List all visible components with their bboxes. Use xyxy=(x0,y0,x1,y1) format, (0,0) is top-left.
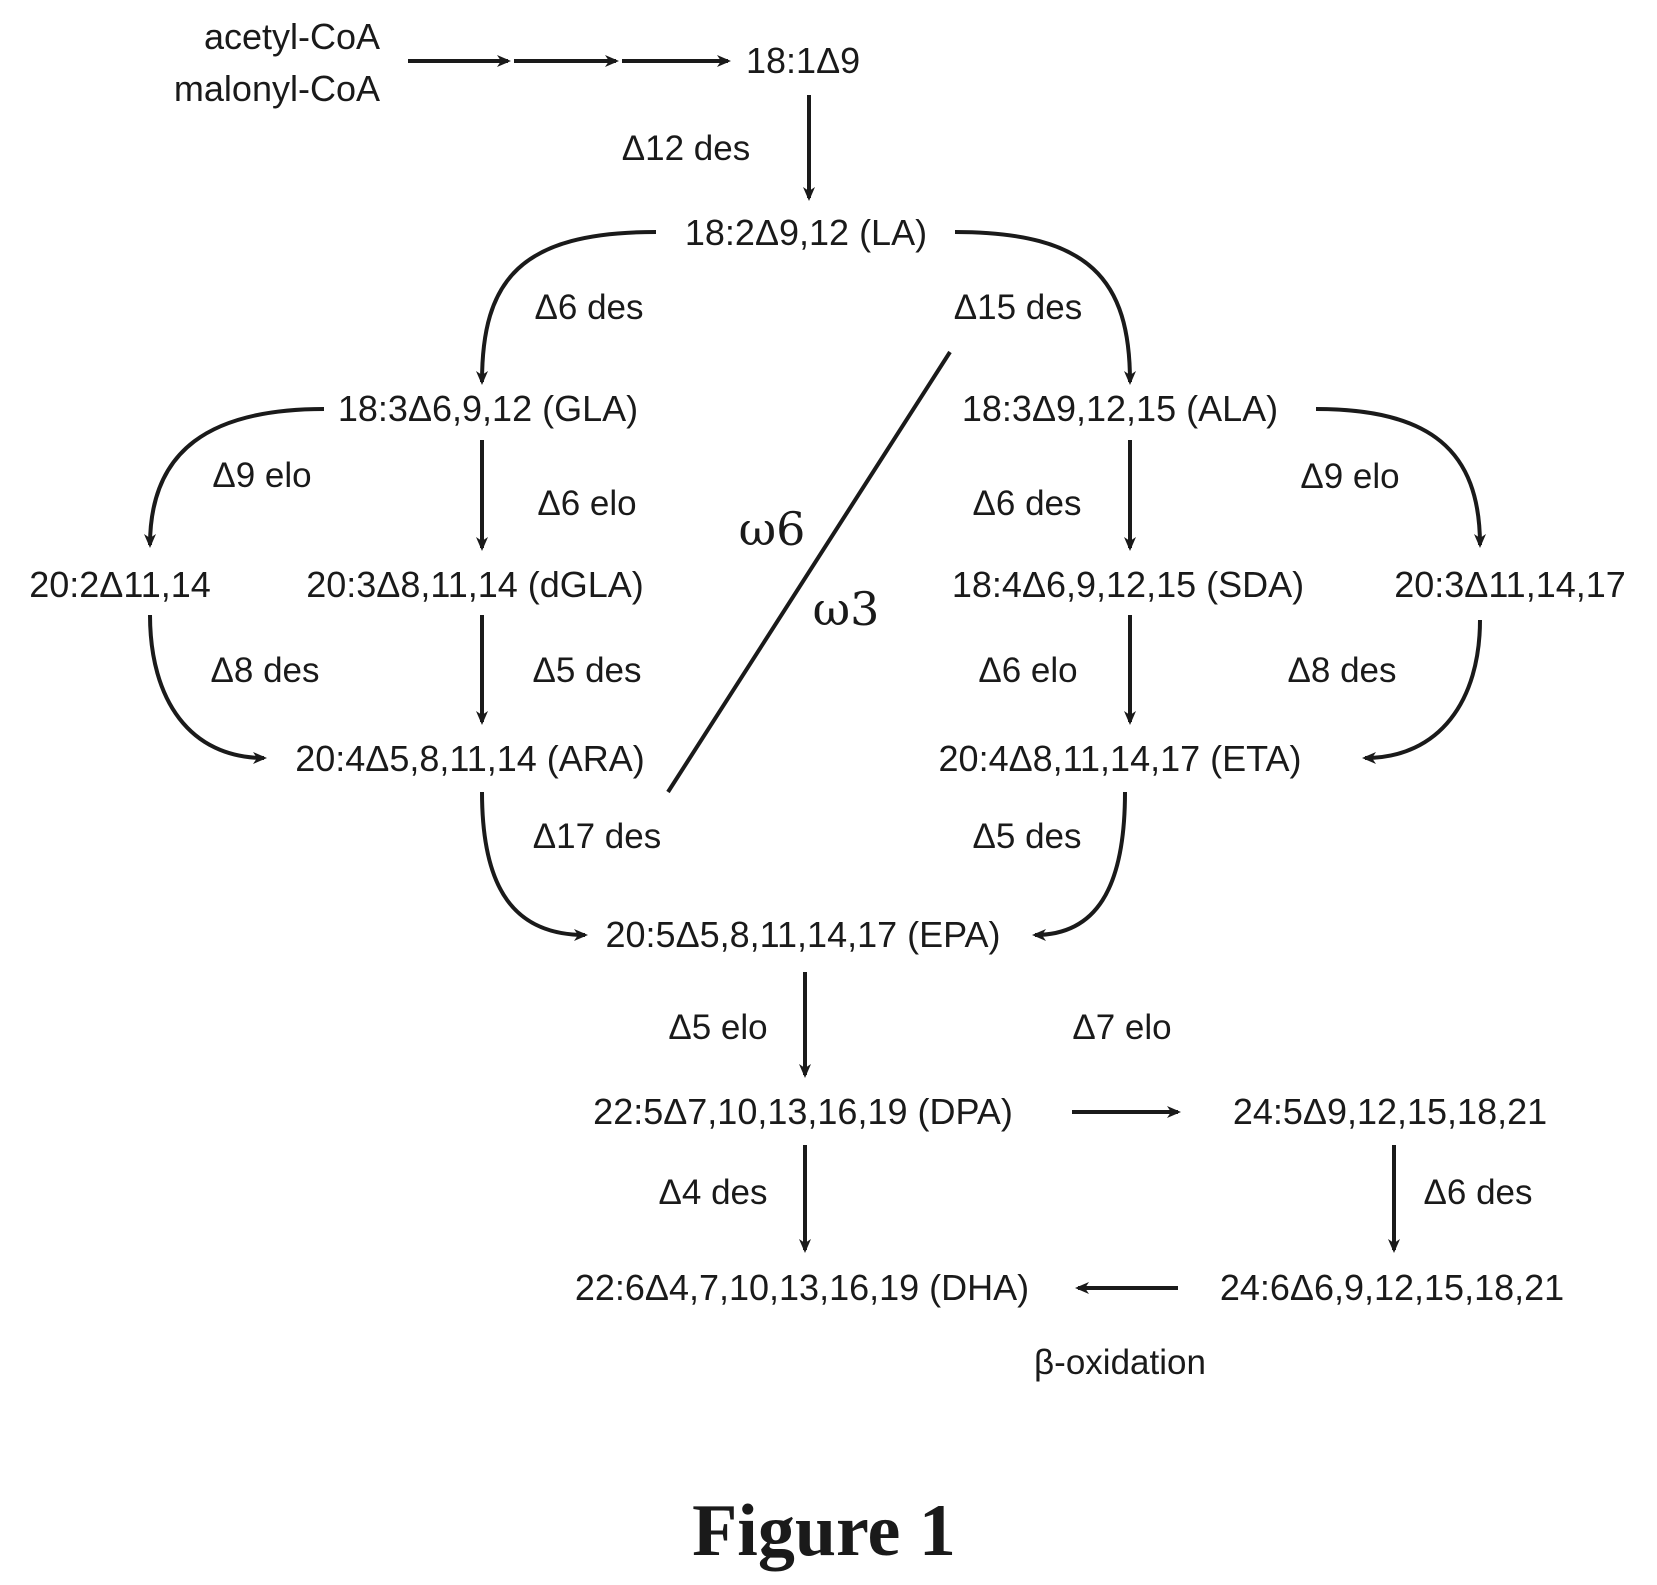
label-omega3: ω3 xyxy=(813,582,880,636)
label-d9-elo-left: Δ9 elo xyxy=(212,456,311,495)
node-ete: 20:3Δ11,14,17 xyxy=(1394,564,1626,605)
figure-caption: Figure 1 xyxy=(692,1490,956,1572)
label-d7-elo: Δ7 elo xyxy=(1072,1008,1171,1047)
node-epa: 20:5Δ5,8,11,14,17 (EPA) xyxy=(606,914,1001,955)
node-sda: 18:4Δ6,9,12,15 (SDA) xyxy=(952,564,1304,605)
label-d9-elo-right: Δ9 elo xyxy=(1300,457,1399,496)
label-d6-des-left: Δ6 des xyxy=(535,288,644,327)
node-c24-6: 24:6Δ6,9,12,15,18,21 xyxy=(1220,1267,1564,1308)
node-dpa: 22:5Δ7,10,13,16,19 (DPA) xyxy=(593,1091,1013,1132)
arrow-ara-to-epa xyxy=(482,792,585,935)
label-d5-elo: Δ5 elo xyxy=(668,1008,767,1047)
node-ara: 20:4Δ5,8,11,14 (ARA) xyxy=(295,738,645,779)
node-la: 18:2Δ9,12 (LA) xyxy=(685,212,927,253)
node-eta: 20:4Δ8,11,14,17 (ETA) xyxy=(939,738,1302,779)
arrow-eta-to-epa xyxy=(1035,792,1125,935)
label-d8-des-right: Δ8 des xyxy=(1288,651,1397,690)
label-d15-des: Δ15 des xyxy=(954,288,1082,327)
node-oleic-acid: 18:1Δ9 xyxy=(746,40,860,81)
label-d6-des-bottom: Δ6 des xyxy=(1424,1173,1533,1212)
label-d4-des: Δ4 des xyxy=(659,1173,768,1212)
node-eda: 20:2Δ11,14 xyxy=(29,564,211,605)
node-dgla: 20:3Δ8,11,14 (dGLA) xyxy=(306,564,644,605)
label-d6-elo-right: Δ6 elo xyxy=(978,651,1077,690)
label-d17-des: Δ17 des xyxy=(533,817,661,856)
label-d5-des-left: Δ5 des xyxy=(533,651,642,690)
label-d12-des: Δ12 des xyxy=(622,129,750,168)
node-ala: 18:3Δ9,12,15 (ALA) xyxy=(962,388,1278,429)
omega-divider-line xyxy=(668,352,950,792)
node-gla: 18:3Δ6,9,12 (GLA) xyxy=(338,388,638,429)
label-d8-des-left: Δ8 des xyxy=(211,651,320,690)
label-d5-des-right: Δ5 des xyxy=(973,817,1082,856)
node-acetyl-coa: acetyl-CoA xyxy=(204,16,380,57)
label-d6-elo-left: Δ6 elo xyxy=(537,484,636,523)
node-dha: 22:6Δ4,7,10,13,16,19 (DHA) xyxy=(575,1267,1029,1308)
node-malonyl-coa: malonyl-CoA xyxy=(174,68,380,109)
label-omega6: ω6 xyxy=(739,502,806,556)
label-beta-oxidation: β-oxidation xyxy=(1034,1343,1206,1382)
label-d6-des-right: Δ6 des xyxy=(973,484,1082,523)
node-c24-5: 24:5Δ9,12,15,18,21 xyxy=(1233,1091,1547,1132)
